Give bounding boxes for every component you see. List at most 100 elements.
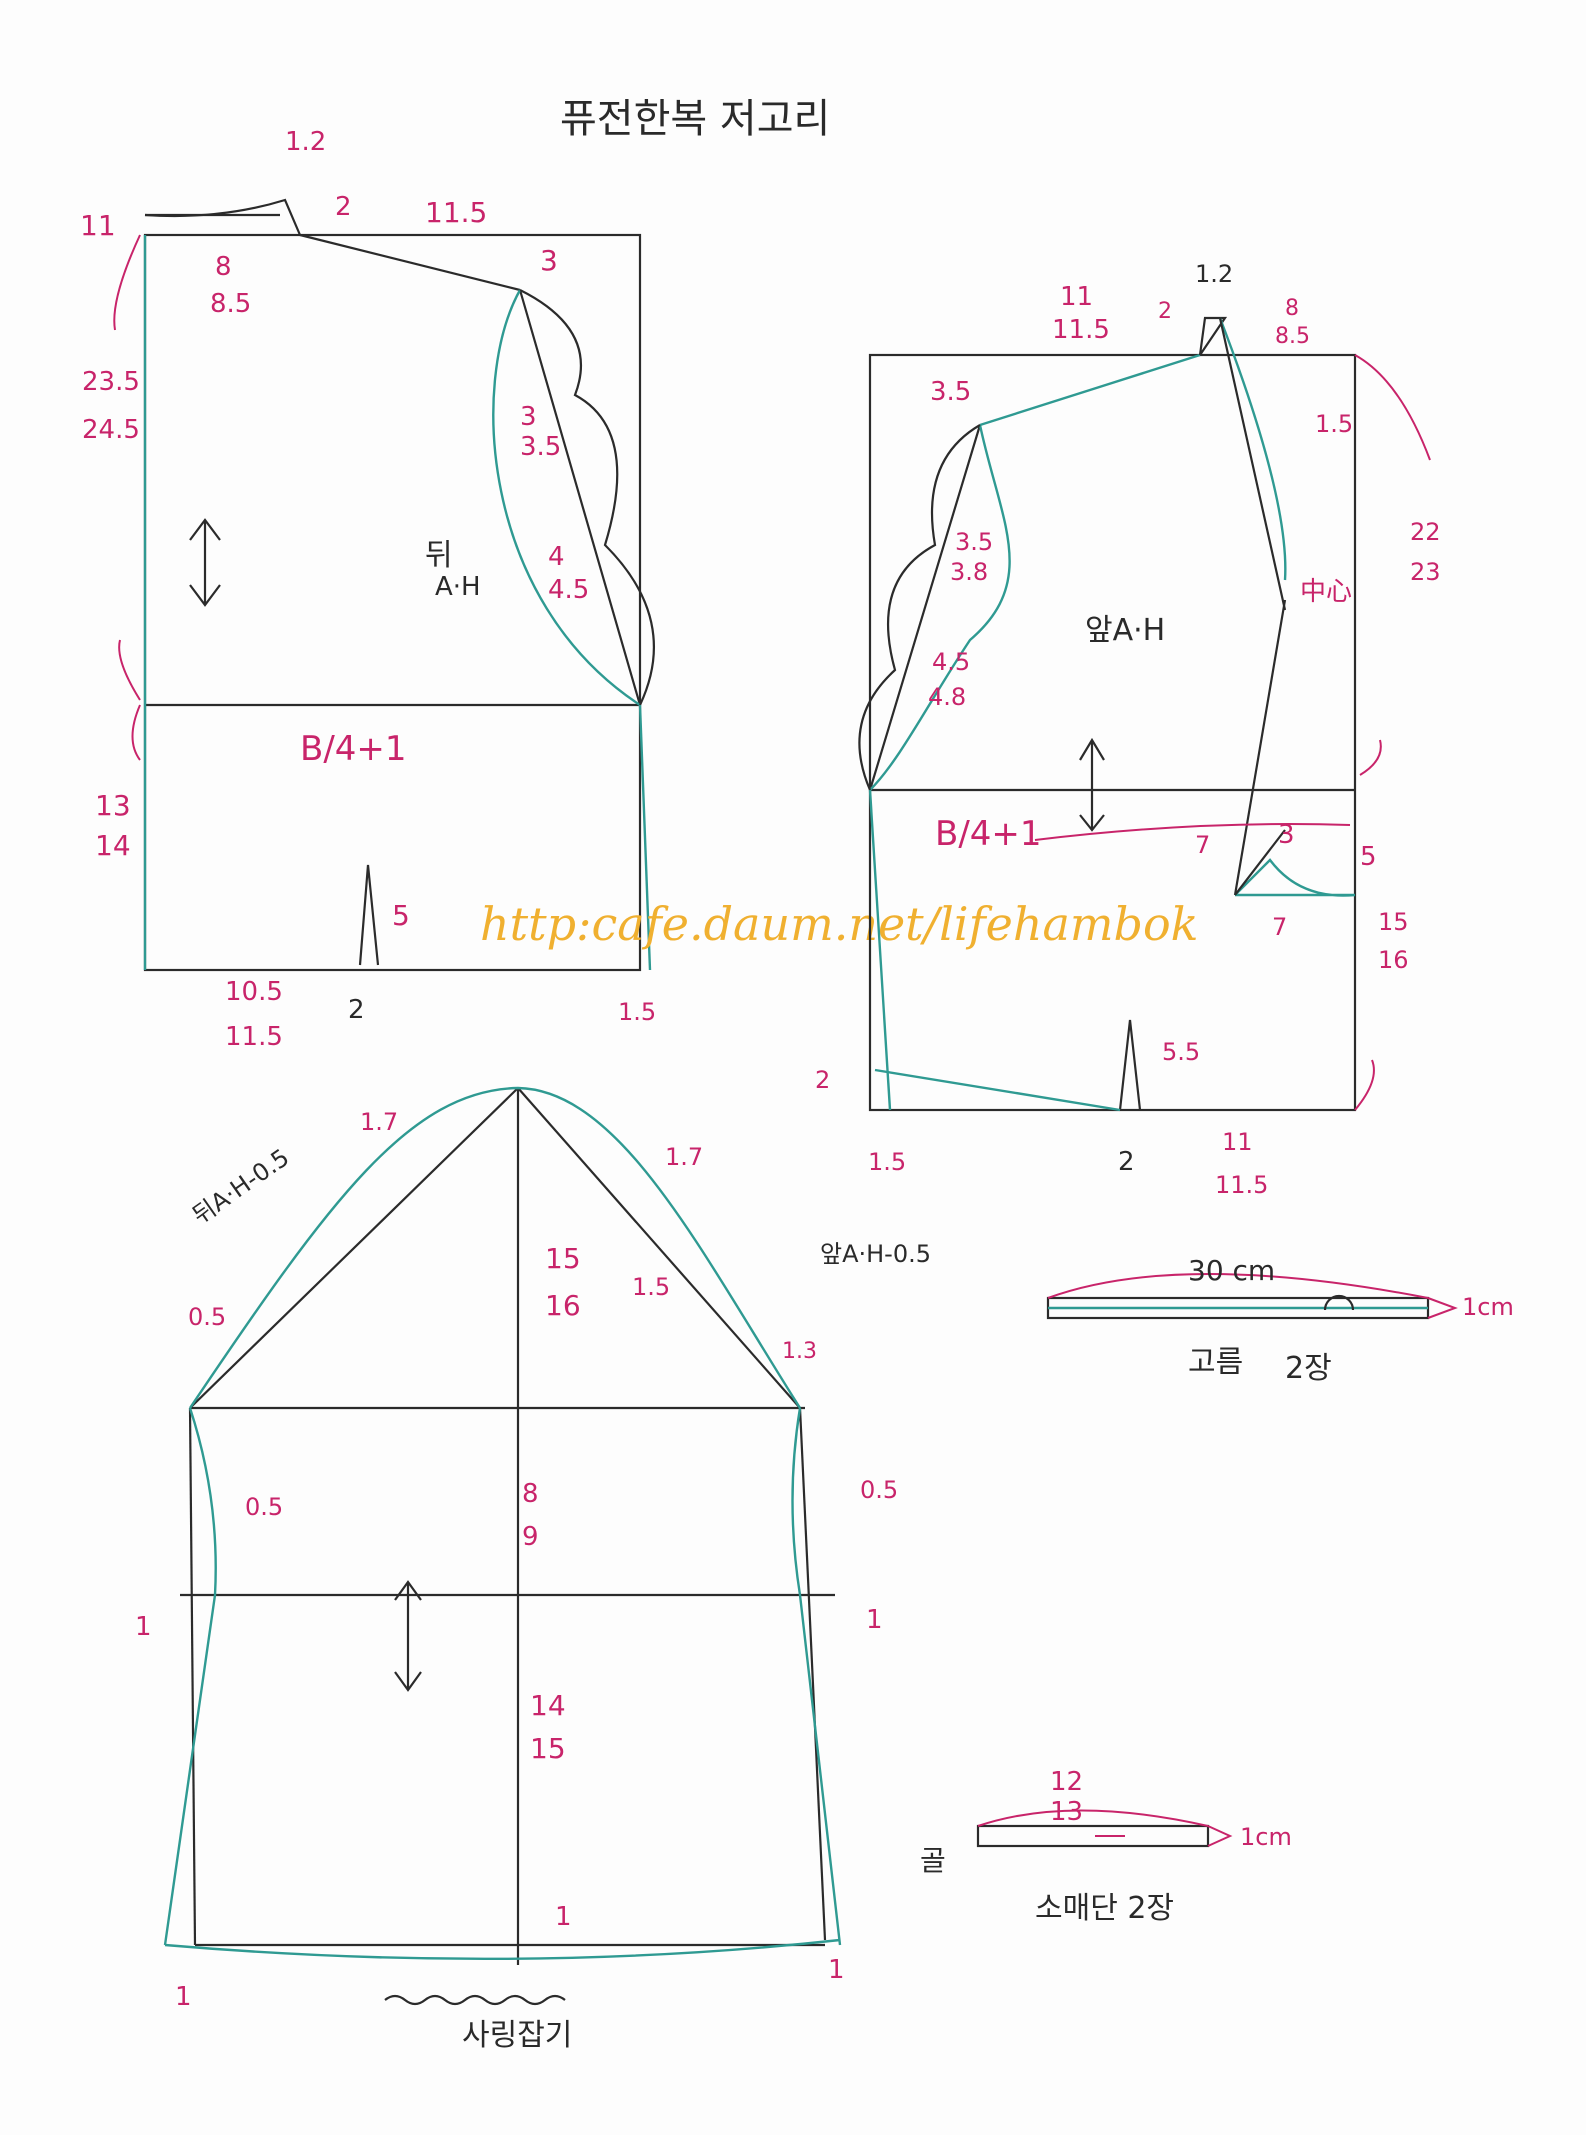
front-armhole-scallop xyxy=(858,424,981,791)
front-curve1-b: 3.8 xyxy=(950,558,988,586)
sleeve-gather-mark xyxy=(384,1994,566,2006)
front-neck-curve xyxy=(1218,317,1287,581)
sleeve-cap-b: 16 xyxy=(545,1289,581,1322)
cuff-piece: 12 13 1cm 골 소매단 2장 xyxy=(920,1767,1292,1926)
back-lower-b: 14 xyxy=(95,829,131,862)
front-midpoint: 中心 xyxy=(1300,577,1352,607)
front-rise: 2 xyxy=(1158,299,1172,324)
front-shoulder-line xyxy=(979,353,1201,427)
front-neck-notch xyxy=(1198,316,1228,356)
cuff-width: 1cm xyxy=(1240,1823,1292,1851)
back-lower-a: 13 xyxy=(95,789,131,822)
tie-length: 30 cm xyxy=(1188,1254,1275,1287)
back-grain-arrow xyxy=(189,518,221,607)
tie-width: 1cm xyxy=(1462,1293,1514,1321)
back-shoulder-line xyxy=(299,233,521,292)
front-length-a: 22 xyxy=(1410,518,1441,546)
front-bodice: 1.2 2 11 11.5 8 8.5 3.5 1.5 22 23 3.5 3.… xyxy=(815,260,1441,1199)
front-bottom-dart: 5.5 xyxy=(1162,1038,1200,1066)
front-width-b: 11.5 xyxy=(1052,315,1110,345)
back-side-seam xyxy=(638,704,652,971)
front-side-a: 5 xyxy=(1360,842,1377,872)
front-width-a: 11 xyxy=(1060,282,1093,312)
cuff-length-a: 12 xyxy=(1050,1767,1083,1797)
front-chest-formula: B/4+1 xyxy=(935,814,1042,854)
front-side-b: 7 xyxy=(1272,913,1287,941)
sleeve-cap-curve xyxy=(189,1086,802,1409)
front-bottom-rise: 2 xyxy=(815,1066,830,1094)
sleeve-left-seam xyxy=(188,1407,197,1946)
sleeve-left-curve xyxy=(163,1407,217,1946)
front-dart-curve xyxy=(1234,858,1356,897)
sleeve-hem-left: 1 xyxy=(175,1982,192,2012)
tie-piece: 30 cm 1cm 고름 2장 xyxy=(1046,1254,1514,1386)
cuff-label: 소매단 2장 xyxy=(1035,1891,1174,1926)
back-shoulder-length: 11.5 xyxy=(425,196,487,229)
front-top: 1.2 xyxy=(1195,260,1233,288)
sleeve-left-in: 0.5 xyxy=(245,1493,283,1521)
sleeve-right-ease: 1.5 xyxy=(632,1273,670,1301)
sleeve-back-chord xyxy=(189,1087,519,1409)
front-hem-curve xyxy=(874,1068,1121,1112)
back-length-b: 24.5 xyxy=(82,415,140,445)
back-length-a: 23.5 xyxy=(82,367,140,397)
back-bodice: 1.2 2 11.5 11 8 8.5 3 23.5 24.5 뒤 A·H 3 … xyxy=(80,127,656,1052)
front-hem-mid: 2 xyxy=(1118,1147,1135,1177)
front-center-line xyxy=(1233,599,1287,896)
sleeve: 뒤A·H-0.5 앞A·H-0.5 1.7 1.7 0.5 1.5 1.3 15… xyxy=(135,1086,931,2053)
back-hem-a: 10.5 xyxy=(225,977,283,1007)
front-hem-left: 1.5 xyxy=(868,1148,906,1176)
front-neck-b: 8.5 xyxy=(1275,324,1310,349)
front-armhole-curve xyxy=(869,424,1011,791)
front-collar: 1.5 xyxy=(1315,410,1353,438)
back-neck-b: 8.5 xyxy=(210,289,251,319)
sleeve-cap-left: 1.7 xyxy=(360,1108,398,1136)
back-hem-right: 1.5 xyxy=(618,998,656,1026)
sleeve-cap-a: 15 xyxy=(545,1242,581,1275)
back-hem-b: 11.5 xyxy=(225,1022,283,1052)
front-hem-right-a: 11 xyxy=(1222,1128,1253,1156)
front-curve1-a: 3.5 xyxy=(955,528,993,556)
cuff-strip xyxy=(976,1824,1210,1848)
front-hem-length-a: 15 xyxy=(1378,908,1409,936)
front-curve2-a: 4.5 xyxy=(932,648,970,676)
sleeve-gather-label: 사링잡기 xyxy=(462,2018,572,2053)
tie-label-b: 2장 xyxy=(1285,1351,1332,1386)
back-rise: 2 xyxy=(335,192,352,222)
cuff-length-b: 13 xyxy=(1050,1797,1083,1827)
sleeve-grain-arrow xyxy=(394,1580,422,1692)
front-ah-label: 앞A·H xyxy=(1085,613,1165,648)
sleeve-right-in: 0.5 xyxy=(860,1476,898,1504)
front-armhole-chord xyxy=(868,424,982,791)
sleeve-cuff-mid: 1 xyxy=(555,1902,572,1932)
sleeve-upper-b: 9 xyxy=(522,1522,539,1552)
front-hem-length-b: 16 xyxy=(1378,946,1409,974)
sheet-title: 퓨전한복 저고리 xyxy=(560,96,830,142)
front-drop: 3.5 xyxy=(930,377,971,407)
back-neck-curve xyxy=(144,198,302,236)
front-curve2-b: 4.8 xyxy=(928,683,966,711)
sleeve-side-left: 1 xyxy=(135,1612,152,1642)
sleeve-front-chord xyxy=(517,1087,801,1409)
front-dart-b: 3 xyxy=(1278,820,1295,850)
sleeve-right-seam xyxy=(798,1407,827,1941)
back-ah-label-b: A·H xyxy=(435,572,481,602)
back-shoulder-drop: 3 xyxy=(540,244,558,277)
sleeve-cap-right: 1.7 xyxy=(665,1143,703,1171)
front-neck-a: 8 xyxy=(1285,296,1299,321)
sleeve-side-right: 1 xyxy=(866,1605,883,1635)
sleeve-back-label: 뒤A·H-0.5 xyxy=(187,1143,294,1230)
front-bottom-dart xyxy=(1118,1019,1142,1111)
sleeve-hem-curve xyxy=(164,1938,841,1961)
sleeve-right-ease-2: 1.3 xyxy=(782,1339,817,1364)
front-grain-arrow xyxy=(1079,737,1105,832)
back-curve1-b: 3.5 xyxy=(520,432,561,462)
sleeve-front-label: 앞A·H-0.5 xyxy=(820,1240,931,1268)
back-curve2-a: 4 xyxy=(548,542,565,572)
back-curve1-a: 3 xyxy=(520,402,537,432)
sleeve-left-ease: 0.5 xyxy=(188,1303,226,1331)
watermark-url: http:cafe.daum.net/lifehambok xyxy=(480,897,1199,951)
back-hem-mid: 2 xyxy=(348,995,365,1025)
front-bodice-frame xyxy=(868,353,1357,1112)
front-length-b: 23 xyxy=(1410,558,1441,586)
